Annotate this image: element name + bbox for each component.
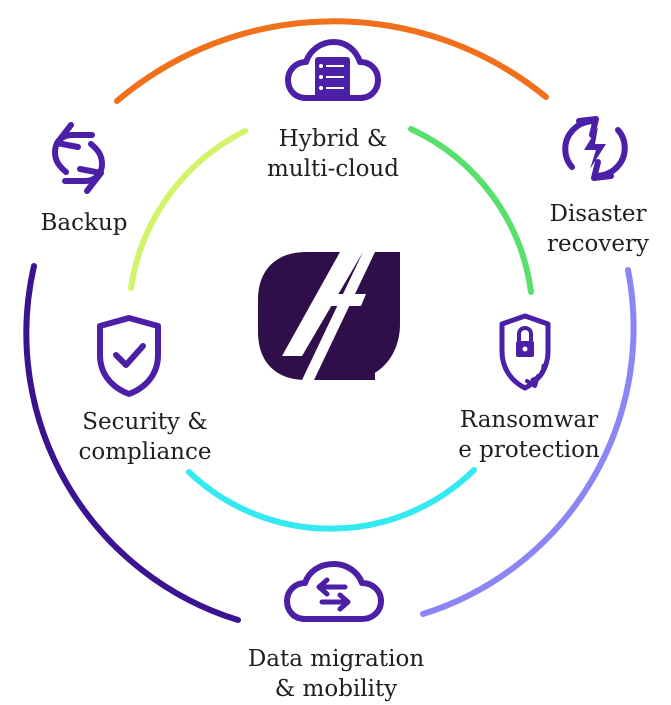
outer-ring-top-arc <box>114 18 549 104</box>
shield-lock-icon <box>499 313 551 391</box>
ransomware-label-line-1: Ransomwar <box>459 407 599 433</box>
hybrid-multi-cloud-label: Hybrid & multi-cloud <box>238 124 428 184</box>
ransomware-label-line-2: e protection <box>458 437 600 463</box>
outer-ring-right-arc <box>420 267 637 617</box>
security-label-line-1: Security & <box>82 409 208 435</box>
center-logo <box>258 252 400 380</box>
backup-label-line-1: Backup <box>40 210 128 236</box>
ransomware-protection-label: Ransomwar e protection <box>445 405 613 465</box>
shield-check-icon <box>97 315 161 397</box>
hybrid-label-line-2: multi-cloud <box>267 156 399 182</box>
disaster-label-line-1: Disaster <box>549 201 647 227</box>
server-cloud-icon <box>285 39 381 101</box>
outer-ring-left-arc <box>23 263 241 623</box>
security-compliance-label: Security & compliance <box>61 407 229 467</box>
lightning-refresh-icon <box>562 116 628 181</box>
data-migration-label: Data migration & mobility <box>226 644 446 704</box>
migration-label-line-2: & mobility <box>274 676 398 702</box>
disaster-label-line-2: recovery <box>547 231 649 257</box>
inner-ring-bottom-arc <box>186 467 477 532</box>
security-label-line-2: compliance <box>78 439 212 465</box>
backup-cycle-icon <box>52 122 105 194</box>
backup-label: Backup <box>32 208 136 238</box>
hybrid-label-line-1: Hybrid & <box>278 126 388 152</box>
inner-ring-top-right-arc <box>408 126 534 295</box>
inner-ring-top-left-arc <box>128 128 248 291</box>
disaster-recovery-label: Disaster recovery <box>535 199 661 259</box>
migration-label-line-1: Data migration <box>247 646 425 672</box>
cloud-sync-icon <box>284 561 384 622</box>
